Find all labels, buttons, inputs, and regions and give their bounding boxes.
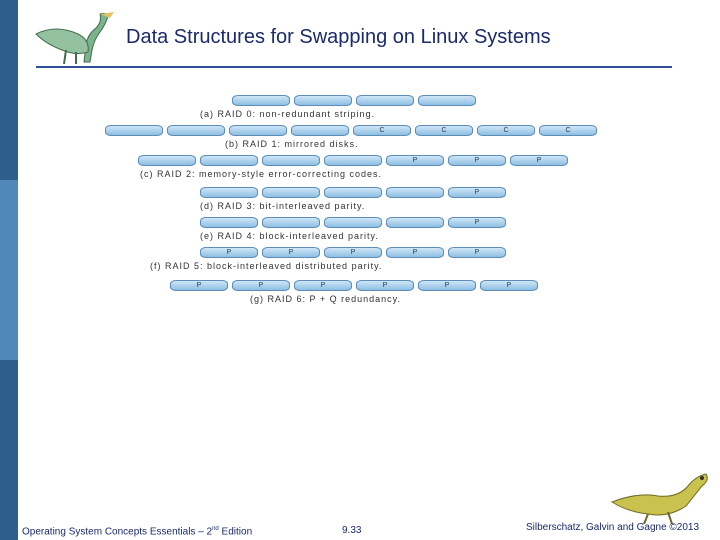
disk-icon [200,155,258,166]
disk-icon [105,125,163,136]
disk-icon: P [448,187,506,198]
disk-icon: P [232,280,290,291]
disk-icon: P [480,280,538,291]
disk-icon: P [386,247,444,258]
dinosaur-logo-icon [610,473,708,524]
disk-icon: C [477,125,535,136]
page-number: 9.33 [342,525,362,536]
side-bar [0,0,18,540]
dinosaur-logo-icon [35,12,114,65]
footer-title-text: Operating System Concepts Essentials – 2 [22,526,213,538]
disk-icon: C [415,125,473,136]
disk-icon: C [353,125,411,136]
disk-icon [356,95,414,106]
disk-icon: P [448,155,506,166]
disk-icon [138,155,196,166]
disk-icon [262,217,320,228]
footer-course-title: Operating System Concepts Essentials – 2… [22,526,252,537]
side-bar-segment [0,180,18,360]
disk-icon: C [539,125,597,136]
raid-level-row: P (d) RAID 3: bit-interleaved parity. [100,187,610,217]
raid-caption: (a) RAID 0: non-redundant striping. [200,109,376,119]
raid-caption: (b) RAID 1: mirrored disks. [225,139,359,149]
disk-icon: P [510,155,568,166]
disk-icon: P [356,280,414,291]
disk-icon [324,155,382,166]
disk-icon [232,95,290,106]
side-bar-segment [0,360,18,540]
side-bar-segment [0,0,18,180]
disk-icon [294,95,352,106]
disk-icon [386,217,444,228]
raid-caption: (c) RAID 2: memory-style error-correctin… [140,169,383,179]
disk-icon [262,187,320,198]
disk-icon: P [200,247,258,258]
disk-icon: P [294,280,352,291]
raid-caption: (d) RAID 3: bit-interleaved parity. [200,201,366,211]
disk-icon [386,187,444,198]
disk-icon [262,155,320,166]
disk-icon: P [448,217,506,228]
raid-caption: (g) RAID 6: P + Q redundancy. [250,294,401,304]
raid-caption: (e) RAID 4: block-interleaved parity. [200,231,379,241]
footer-title-suffix: Edition [218,526,253,538]
raid-level-row: (a) RAID 0: non-redundant striping. [100,95,610,125]
raid-caption: (f) RAID 5: block-interleaved distribute… [150,261,383,271]
disk-icon [324,217,382,228]
disk-icon [167,125,225,136]
disk-icon [200,217,258,228]
disk-icon: P [448,247,506,258]
footer-copyright: Silberschatz, Galvin and Gagne ©2013 [526,522,700,533]
disk-icon: P [324,247,382,258]
disk-icon [229,125,287,136]
slide-title: Data Structures for Swapping on Linux Sy… [126,26,551,48]
disk-icon: P [262,247,320,258]
disk-icon: P [170,280,228,291]
title-divider [36,66,672,68]
disk-icon: P [386,155,444,166]
disk-icon [324,187,382,198]
disk-icon: P [418,280,476,291]
disk-icon [291,125,349,136]
raid-level-row: P (e) RAID 4: block-interleaved parity. [100,217,610,247]
footer-title-sup: nd [212,526,219,532]
disk-icon [200,187,258,198]
disk-icon [418,95,476,106]
